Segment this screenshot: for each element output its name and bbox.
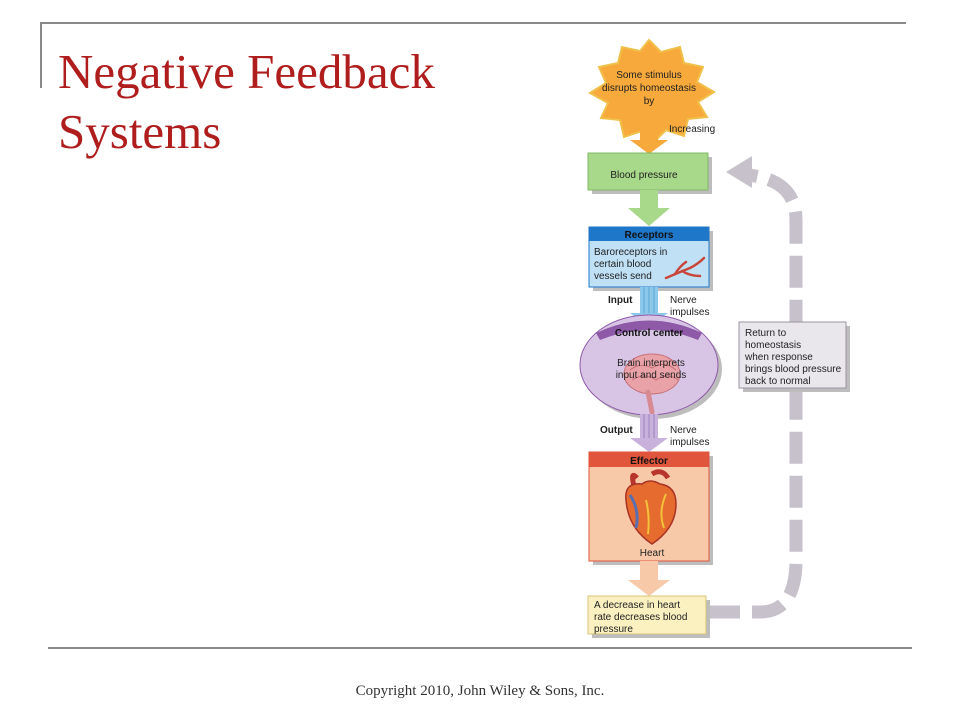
stimulus-line-1: Some stimulus bbox=[616, 70, 682, 81]
input-label: Input bbox=[608, 295, 633, 306]
control-center-header-band bbox=[596, 320, 702, 340]
increasing-arrow-shaft bbox=[640, 112, 658, 142]
output-arrow bbox=[630, 414, 668, 452]
left-frame-line bbox=[40, 22, 42, 88]
output-nerve-line-1: Nerve bbox=[670, 425, 697, 436]
control-center-line-2: input and sends bbox=[616, 370, 687, 381]
blood-vessel-icon bbox=[664, 256, 706, 280]
receptors-line-1: Baroreceptors in bbox=[594, 247, 667, 258]
receptors-line-2: certain blood bbox=[594, 259, 651, 270]
input-nerve-line-2: impulses bbox=[670, 307, 709, 318]
increasing-label: Increasing bbox=[669, 124, 715, 135]
receptors-header: Receptors bbox=[625, 230, 674, 241]
controlled-condition-label: Blood pressure bbox=[610, 170, 678, 181]
receptors-line-3: vessels send bbox=[594, 271, 652, 282]
output-label: Output bbox=[600, 425, 633, 436]
title-line-2: Systems bbox=[58, 104, 222, 159]
response-box bbox=[587, 595, 707, 635]
return-arrow-head bbox=[726, 156, 752, 188]
effector-arrow-shaft bbox=[640, 561, 658, 583]
effector-caption: Heart bbox=[640, 548, 665, 559]
increasing-arrow bbox=[630, 134, 668, 154]
effector-arrow-head bbox=[628, 580, 670, 596]
effector-header: Effector bbox=[630, 456, 668, 467]
top-frame-line bbox=[40, 22, 906, 24]
stimulus-line-2: disrupts homeostasis bbox=[602, 83, 696, 94]
return-line-3: when response bbox=[744, 352, 813, 363]
stimulus-line-3: by bbox=[644, 96, 655, 107]
return-box bbox=[738, 321, 847, 389]
return-line-4: brings blood pressure bbox=[745, 364, 842, 375]
output-nerve-line-2: impulses bbox=[670, 437, 709, 448]
return-line-2: homeostasis bbox=[745, 340, 801, 351]
copyright-footer: Copyright 2010, John Wiley & Sons, Inc. bbox=[355, 683, 605, 699]
bottom-frame-line bbox=[48, 647, 912, 649]
return-line-1: Return to bbox=[745, 328, 787, 339]
receptors-header-bar bbox=[589, 227, 709, 241]
brain-icon bbox=[623, 353, 681, 415]
response-line-3: pressure bbox=[594, 624, 633, 635]
response-line-2: rate decreases blood bbox=[594, 612, 687, 623]
effector-header-bar bbox=[589, 452, 709, 467]
controlled-condition-box bbox=[587, 152, 709, 191]
control-center-header: Control center bbox=[615, 328, 683, 339]
return-line-5: back to normal bbox=[745, 376, 811, 387]
response-line-1: A decrease in heart bbox=[594, 600, 680, 611]
condition-arrow-shaft bbox=[640, 190, 658, 210]
heart-icon bbox=[625, 469, 677, 545]
input-nerve-line-1: Nerve bbox=[670, 295, 697, 306]
control-center-line-1: Brain interprets bbox=[617, 358, 685, 369]
condition-arrow-head bbox=[628, 208, 670, 226]
return-arrow-path bbox=[708, 168, 803, 619]
title-line-1: Negative Feedback bbox=[58, 44, 435, 99]
